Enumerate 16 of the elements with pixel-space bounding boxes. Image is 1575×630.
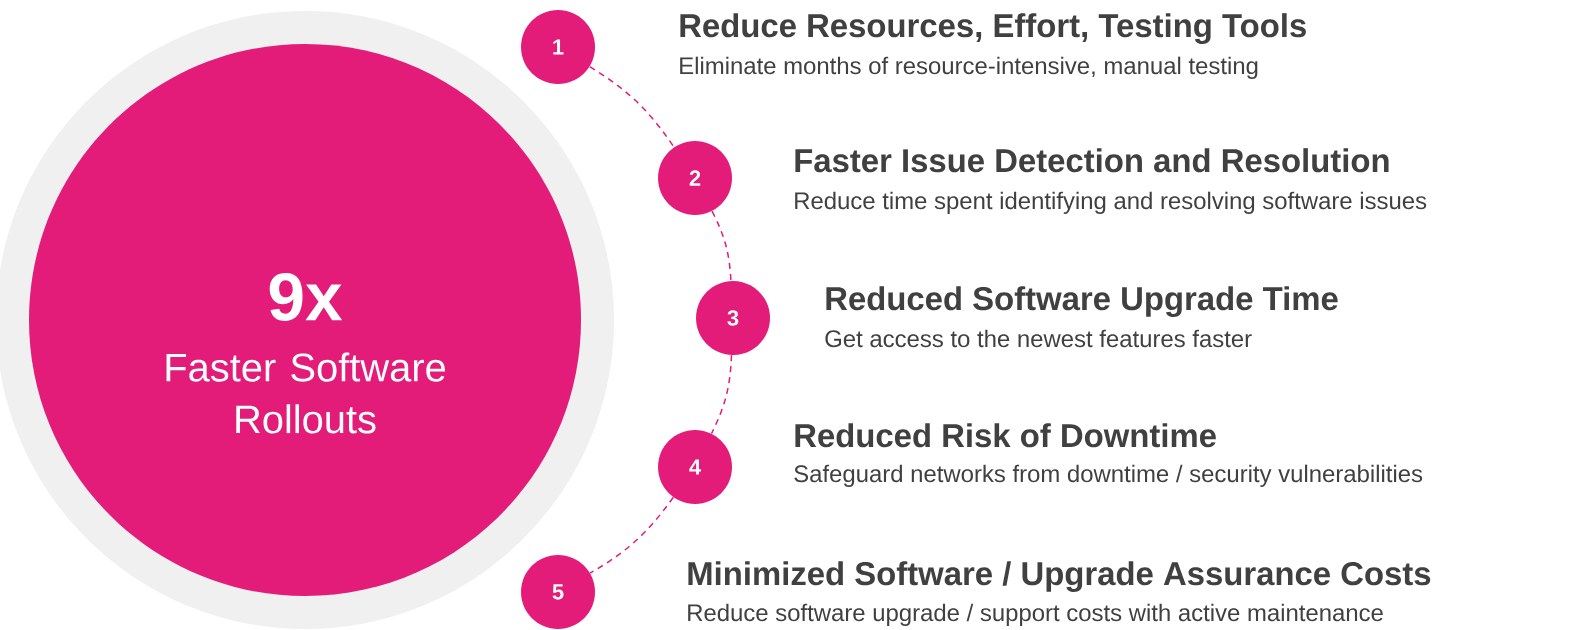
dashed-connector [710, 354, 733, 435]
dashed-connector [589, 496, 675, 574]
big-number: 9x [269, 273, 343, 321]
dashed-connector [711, 210, 732, 282]
heading: Faster Issue Detection and Resolution [795, 148, 1389, 173]
description: Reduce time spent identifying and resolving software issues [795, 191, 1427, 214]
circle-caption: Faster Software Rollouts [166, 352, 445, 434]
description: Reduce software upgrade / support costs with active maintenance [688, 603, 1383, 626]
heading: Reduce Resources, Effort, Testing Tools [680, 13, 1306, 44]
heading: Reduced Risk of Downtime [795, 423, 1216, 448]
description: Eliminate months of resource-intensive, manual testing [680, 56, 1258, 79]
heading: Reduced Software Upgrade Time [826, 286, 1338, 317]
dashed-connector [588, 65, 675, 148]
description: Safeguard networks from downtime / security vulnerabilities [794, 464, 1423, 487]
heading: Minimized Software / Upgrade Assurance Costs [688, 561, 1431, 592]
description: Get access to the newest features faster [825, 329, 1252, 348]
